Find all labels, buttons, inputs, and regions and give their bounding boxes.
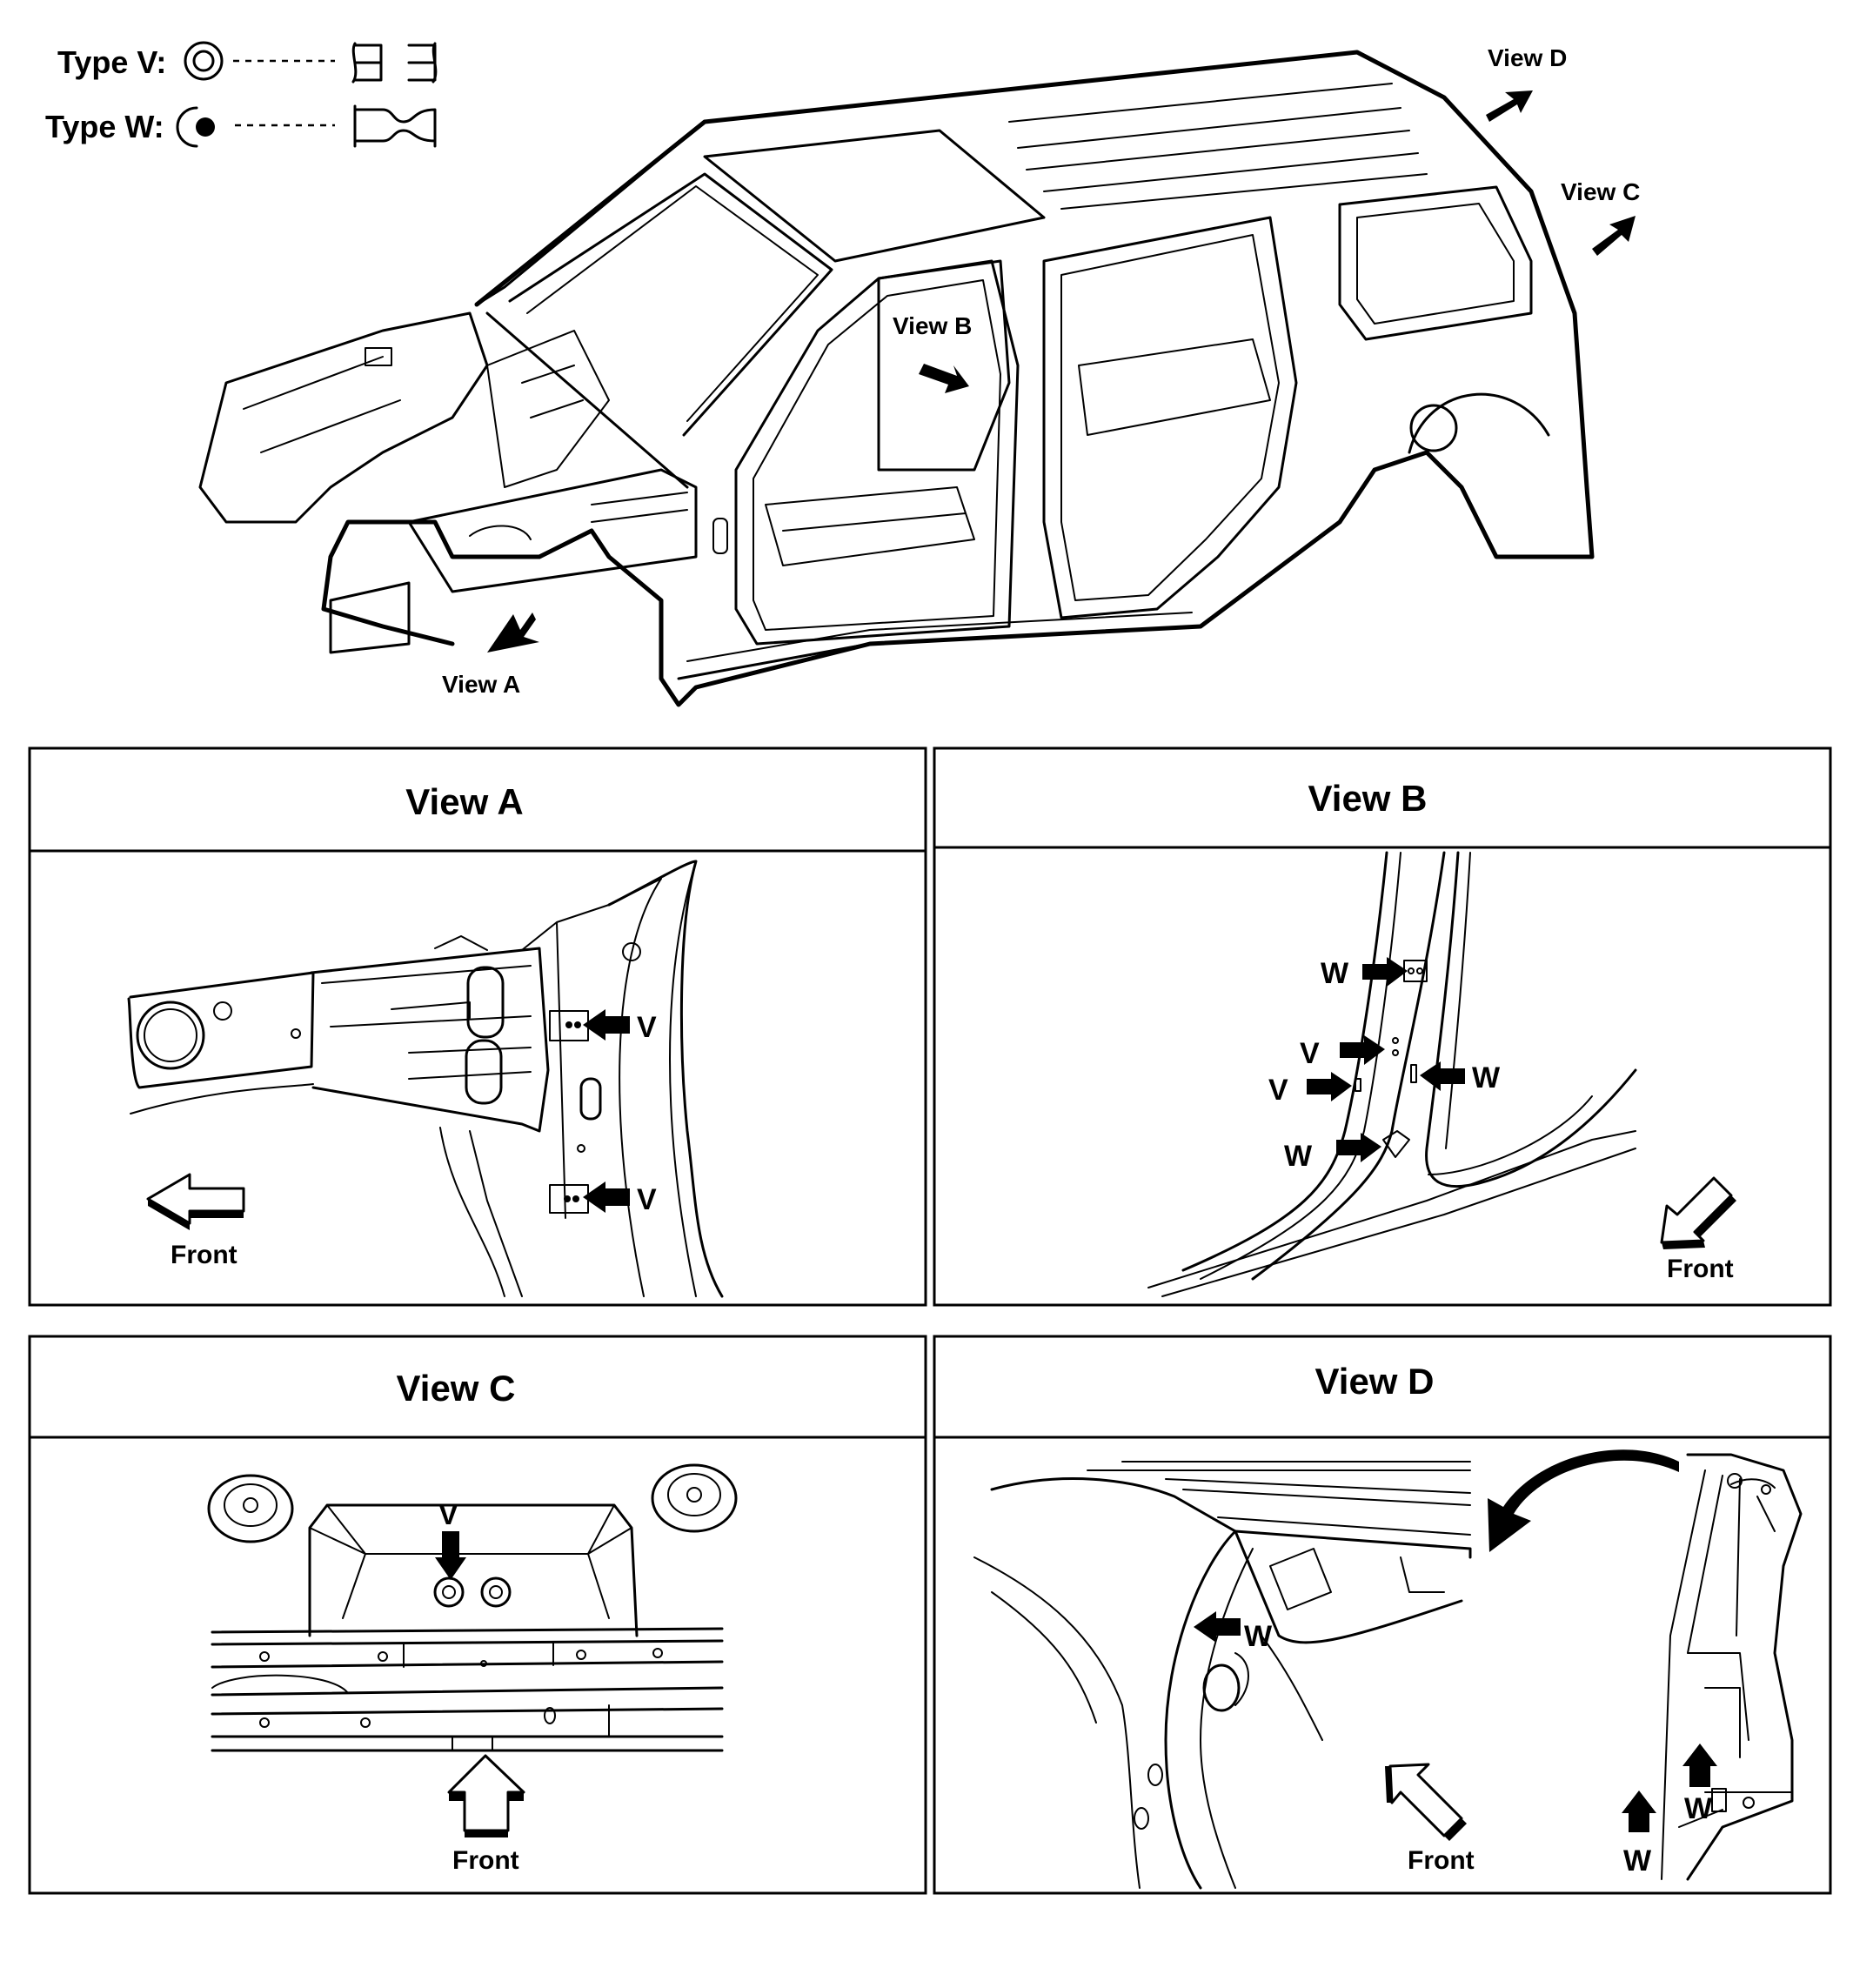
view-a-front-label: Front [171,1241,237,1269]
curved-arrow-icon [1488,1449,1679,1552]
weld-arrow-w-3: W [1284,1133,1381,1173]
weld-label-v-1: V [637,1011,657,1044]
vehicle-body-illustration [198,50,1595,707]
view-b-panel: View B W V V W W [933,746,1832,1307]
view-c-front-label: Front [452,1846,519,1875]
weld-label-w-d-2: W [1684,1792,1713,1825]
weld-arrow-v-b-1: V [1300,1035,1385,1070]
type-v-section-icon [351,42,438,84]
weld-label-w-2: W [1472,1061,1501,1094]
weld-label-v-b-2: V [1268,1074,1288,1107]
front-arrow-icon [447,1754,525,1837]
type-w-symbol-icon [176,106,215,148]
type-v-symbol-icon [184,41,224,81]
weld-label-w-d-1: W [1244,1620,1273,1653]
view-d-title: View D [1315,1361,1435,1402]
weld-label-w-1: W [1321,957,1349,990]
weld-arrow-v-2: V [583,1181,657,1216]
view-d-panel: View D W W W [933,1335,1832,1895]
view-d-callout: View D [1486,44,1567,122]
weld-type-legend: Type V: Type W: [45,41,438,148]
front-arrow-icon [146,1173,245,1230]
weld-arrow-w-d-3: W [1622,1791,1656,1878]
weld-arrow-v-c: V [435,1498,466,1580]
view-a-callout-label: View A [442,671,520,698]
weld-arrow-w-2: W [1420,1061,1501,1094]
view-c-panel: View C V Front [28,1335,927,1895]
view-c-callout-label: View C [1561,178,1640,205]
view-b-front-label: Front [1667,1255,1734,1283]
view-c-callout: View C [1561,178,1640,256]
weld-arrow-w-d-1: W [1194,1611,1273,1653]
view-c-title: View C [397,1368,516,1409]
weld-label-v-b-1: V [1300,1037,1320,1070]
front-arrow-icon [1385,1763,1467,1841]
type-w-section-icon [353,104,437,148]
weld-arrow-w-1: W [1321,957,1408,990]
weld-arrow-w-d-2: W [1682,1744,1717,1825]
weld-label-w-3: W [1284,1140,1313,1173]
legend-type-w-label: Type W: [45,109,164,144]
view-a-title: View A [405,781,523,822]
weld-label-v-c: V [438,1498,458,1531]
view-d-callout-label: View D [1488,44,1567,71]
weld-arrow-v-b-2: V [1268,1072,1352,1107]
view-a-panel: View A V V [28,746,927,1307]
weld-arrow-v-1: V [583,1009,657,1044]
view-b-callout-label: View B [893,312,972,339]
view-b-title: View B [1308,778,1428,819]
legend-type-v-label: Type V: [57,44,166,80]
view-b-callout: View B [893,312,972,393]
front-arrow-icon [1660,1176,1736,1249]
view-d-front-label: Front [1408,1846,1475,1875]
weld-label-w-d-3: W [1623,1844,1652,1878]
view-a-callout: View A [442,612,539,698]
weld-label-v-2: V [637,1183,657,1216]
